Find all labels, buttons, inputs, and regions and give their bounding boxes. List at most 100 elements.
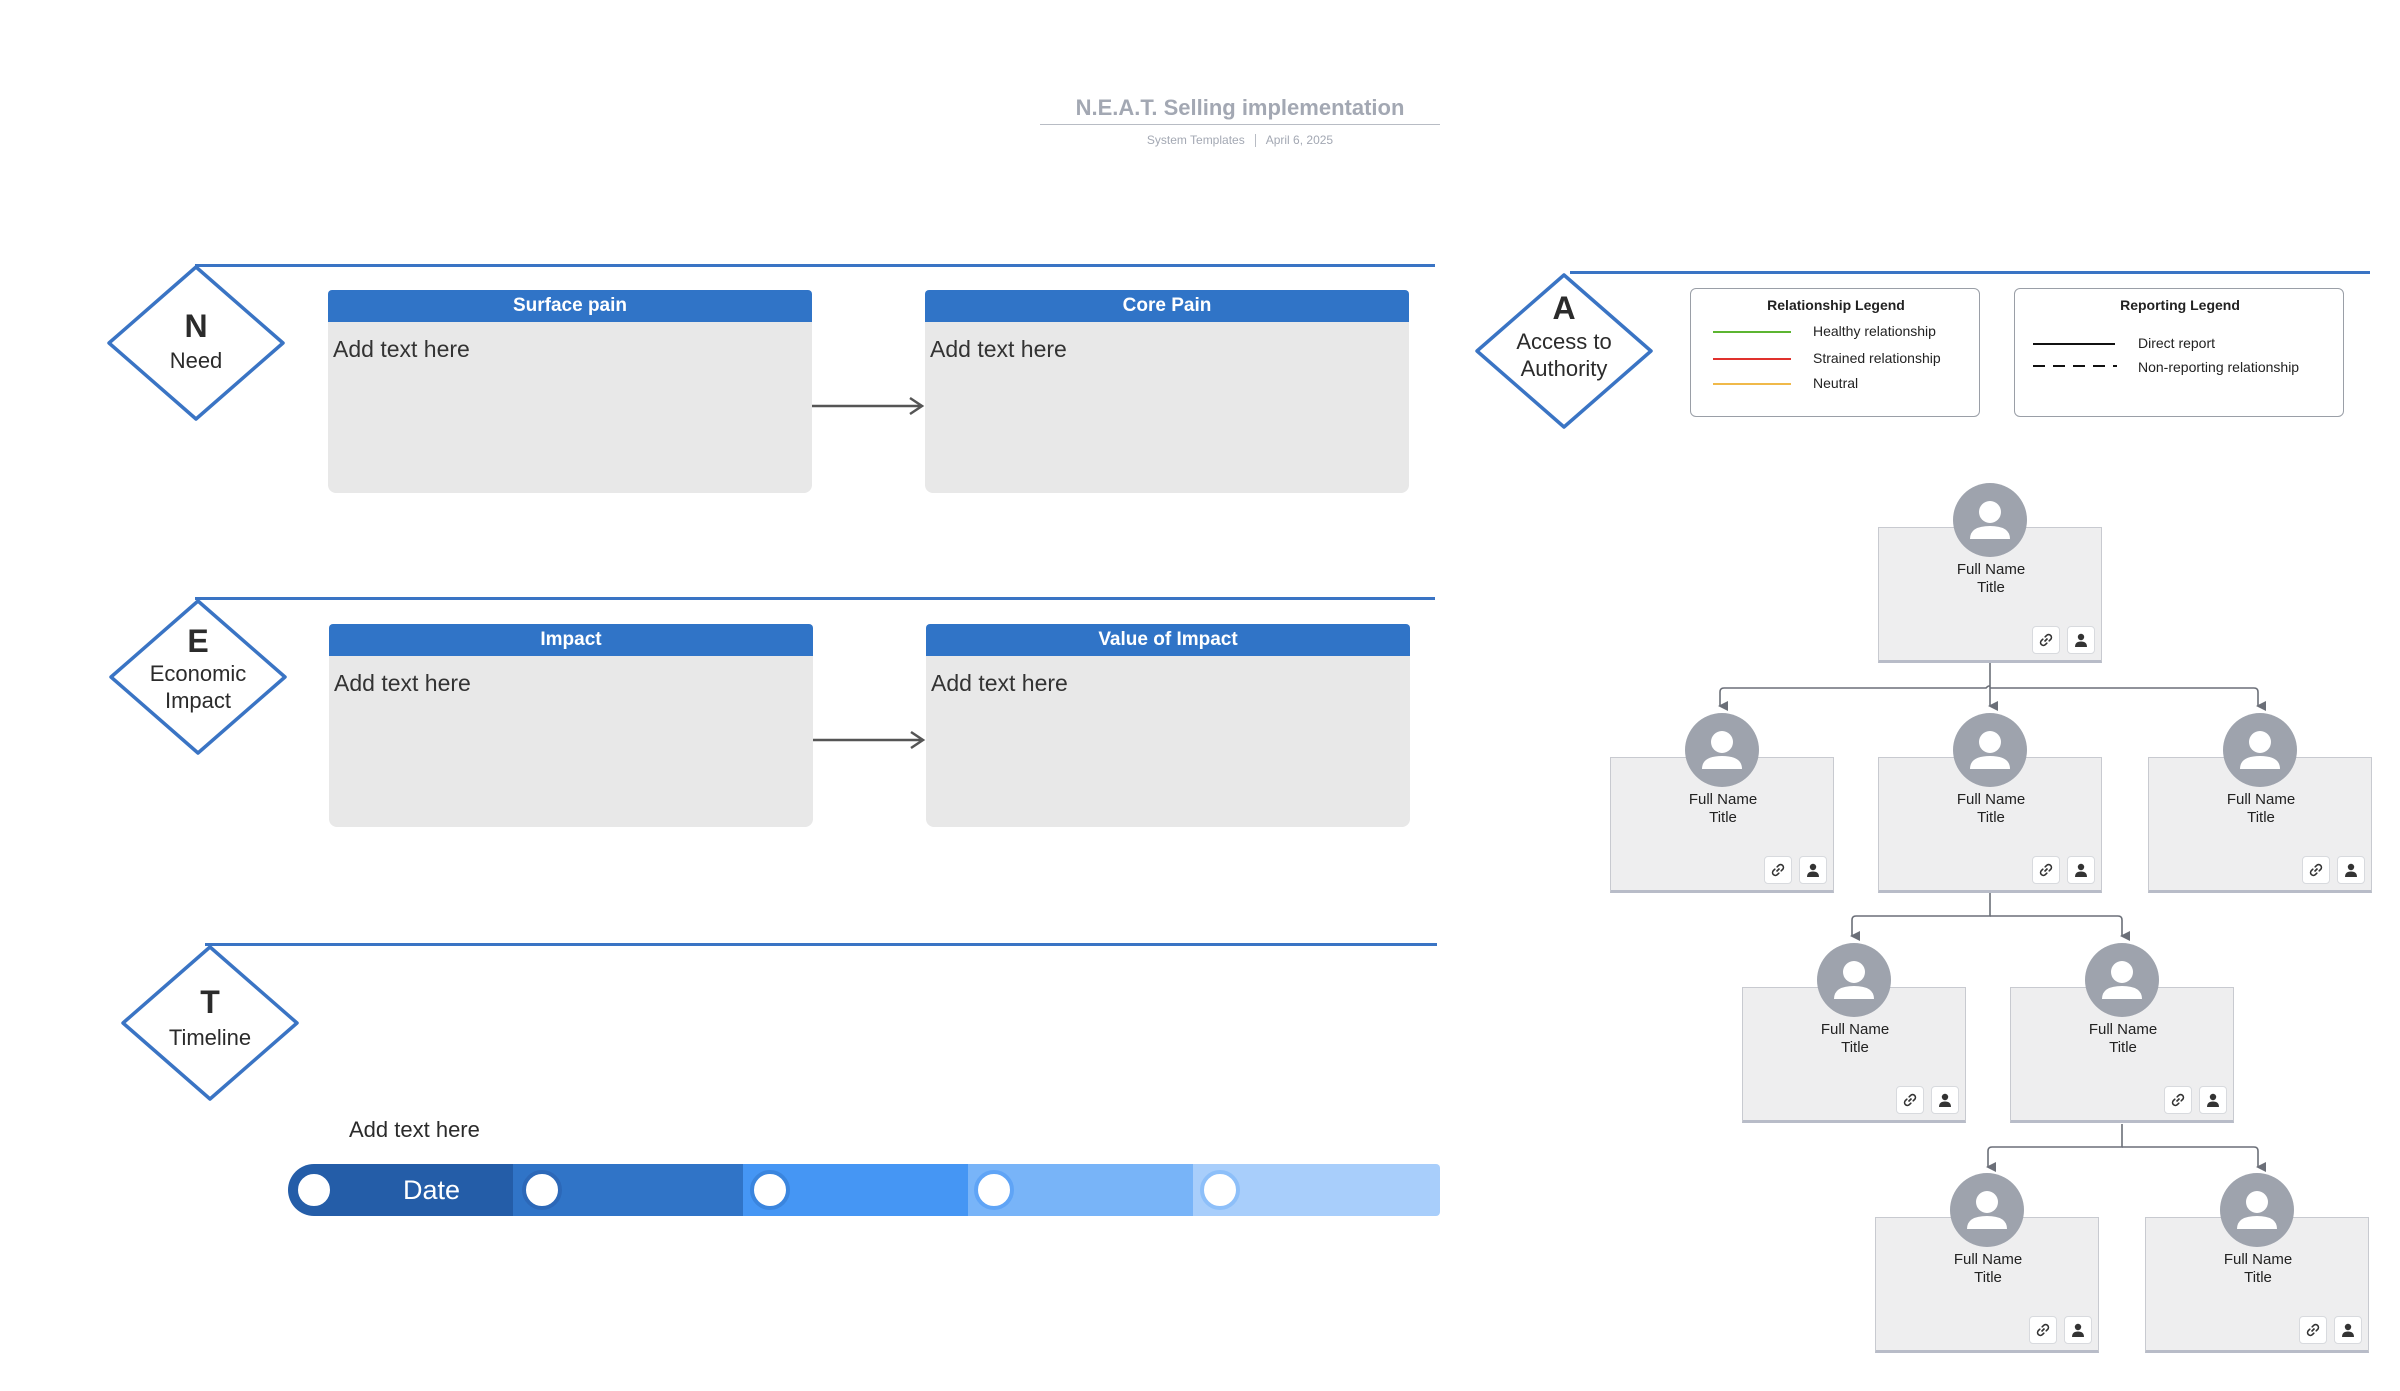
person-icon[interactable] (1799, 856, 1827, 884)
legend-item: Non-reporting relationship (2138, 359, 2300, 375)
legend-title: Reporting Legend (2120, 297, 2240, 313)
person-icon[interactable] (2067, 856, 2095, 884)
person-icon[interactable] (2337, 856, 2365, 884)
authority-word-line1: Access to (1516, 329, 1612, 354)
person-name: Full Name (2223, 1251, 2293, 1268)
card-body[interactable]: Add text here (329, 656, 813, 827)
card-header: Core Pain (925, 290, 1409, 322)
person-title: Title (2244, 1269, 2272, 1286)
person-name: Full Name (1688, 791, 1758, 808)
strained-line-swatch (1713, 358, 1791, 360)
diamond-shape (109, 599, 287, 755)
link-icon[interactable] (2302, 856, 2330, 884)
authority-diamond: A Access to Authority (1474, 272, 1654, 430)
person-icon[interactable] (1931, 1086, 1959, 1114)
timeline-letter: T (200, 984, 220, 1020)
avatar-icon[interactable] (1685, 713, 1759, 787)
card-body[interactable]: Add text here (328, 322, 812, 493)
economic-word-line2: Impact (164, 688, 232, 713)
timeline-diamond: T Timeline (120, 944, 300, 1102)
avatar-icon[interactable] (1953, 483, 2027, 557)
card-body[interactable]: Add text here (926, 656, 1410, 827)
avatar-icon[interactable] (2220, 1173, 2294, 1247)
timeline-section-line (205, 943, 1437, 946)
legend-item: Strained relationship (1813, 350, 1941, 366)
card-body[interactable]: Add text here (925, 322, 1409, 493)
diamond-shape (1475, 273, 1653, 429)
page-title: N.E.A.T. Selling implementation (1075, 95, 1405, 120)
link-icon[interactable] (2032, 626, 2060, 654)
person-name: Full Name (1956, 561, 2026, 578)
card-text: Add text here (931, 670, 1068, 696)
timeline-node[interactable] (522, 1170, 562, 1210)
timeline-node[interactable] (974, 1170, 1014, 1210)
avatar-icon[interactable] (2085, 943, 2159, 1017)
card-text: Add text here (334, 670, 471, 696)
person-title: Title (1709, 809, 1737, 826)
diamond-shape (121, 945, 299, 1101)
person-title: Title (1977, 579, 2005, 596)
reporting-legend: Reporting Legend Direct report Non-repor… (2014, 288, 2344, 417)
card-text: Add text here (930, 336, 1067, 362)
timeline-date-label[interactable]: Date (403, 1175, 461, 1205)
card-header: Surface pain (328, 290, 812, 322)
person-name: Full Name (1956, 791, 2026, 808)
template-date: April 6, 2025 (1265, 133, 1334, 147)
authority-section-line (1570, 271, 2370, 274)
person-title: Title (1977, 809, 2005, 826)
timeline-word: Timeline (168, 1025, 252, 1050)
legend-item: Direct report (2138, 335, 2216, 351)
economic-letter: E (187, 623, 209, 659)
person-icon[interactable] (2199, 1086, 2227, 1114)
need-section-line (195, 264, 1435, 267)
card-text: Add text here (333, 336, 470, 362)
timeline-node[interactable] (750, 1170, 790, 1210)
timeline-text[interactable]: Add text here (349, 1117, 480, 1142)
person-title: Title (2109, 1039, 2137, 1056)
avatar-icon[interactable] (1950, 1173, 2024, 1247)
link-icon[interactable] (2164, 1086, 2192, 1114)
person-icon[interactable] (2334, 1316, 2362, 1344)
card-header: Value of Impact (926, 624, 1410, 656)
person-name: Full Name (2088, 1021, 2158, 1038)
economic-section-line (195, 597, 1435, 600)
person-name: Full Name (1820, 1021, 1890, 1038)
person-title: Title (1974, 1269, 2002, 1286)
title-divider (1040, 124, 1440, 125)
authority-letter: A (1552, 290, 1576, 326)
avatar-icon[interactable] (1953, 713, 2027, 787)
arrow-icon (813, 730, 926, 750)
link-icon[interactable] (1896, 1086, 1924, 1114)
impact-card[interactable]: Impact Add text here (329, 624, 813, 827)
surface-pain-card[interactable]: Surface pain Add text here (328, 290, 812, 493)
core-pain-card[interactable]: Core Pain Add text here (925, 290, 1409, 493)
person-name: Full Name (2226, 791, 2296, 808)
person-icon[interactable] (2064, 1316, 2092, 1344)
timeline-node[interactable] (1200, 1170, 1240, 1210)
economic-word-line1: Economic (149, 661, 247, 686)
link-icon[interactable] (2029, 1316, 2057, 1344)
person-title: Title (2247, 809, 2275, 826)
meta-separator (1254, 134, 1256, 148)
card-header: Impact (329, 624, 813, 656)
link-icon[interactable] (2299, 1316, 2327, 1344)
person-icon[interactable] (2067, 626, 2095, 654)
economic-diamond: E Economic Impact (108, 598, 288, 756)
value-of-impact-card[interactable]: Value of Impact Add text here (926, 624, 1410, 827)
need-letter: N (184, 308, 208, 344)
legend-item: Neutral (1813, 375, 1859, 391)
person-title: Title (1841, 1039, 1869, 1056)
avatar-icon[interactable] (1817, 943, 1891, 1017)
avatar-icon[interactable] (2223, 713, 2297, 787)
neutral-line-swatch (1713, 383, 1791, 385)
need-diamond: N Need (106, 264, 286, 422)
authority-word-line2: Authority (1520, 356, 1608, 381)
link-icon[interactable] (2032, 856, 2060, 884)
timeline-bar: Date (288, 1164, 1440, 1216)
timeline-node[interactable] (294, 1170, 334, 1210)
relationship-legend: Relationship Legend Healthy relationship… (1690, 288, 1980, 417)
link-icon[interactable] (1764, 856, 1792, 884)
legend-title: Relationship Legend (1767, 297, 1905, 313)
